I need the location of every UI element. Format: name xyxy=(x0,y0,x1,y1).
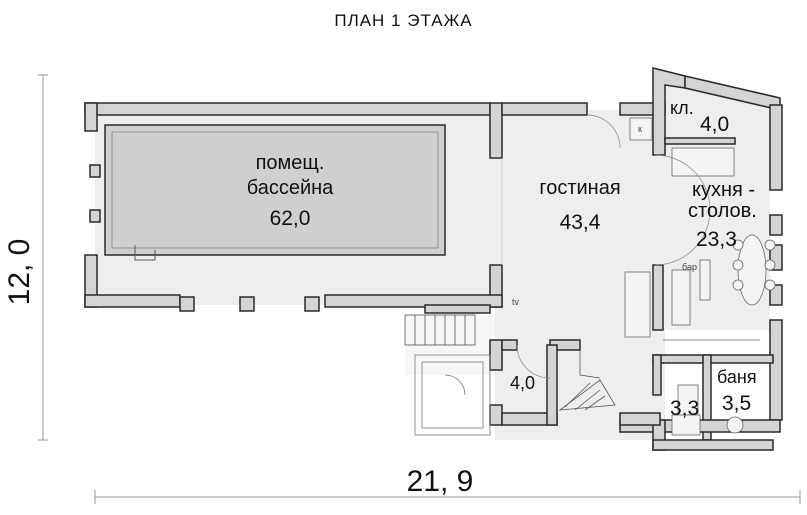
pool-room-name-line2: бассейна xyxy=(246,177,334,199)
bath-area: 3,3 xyxy=(670,397,700,420)
pantry-area: 4,0 xyxy=(700,113,730,136)
sauna-area: 3,5 xyxy=(722,392,752,415)
plan-title: ПЛАН 1 ЭТАЖА xyxy=(334,11,473,30)
storage-area: 4,0 xyxy=(510,373,536,393)
furniture xyxy=(624,117,776,436)
pool-room-name-line1: помещ. xyxy=(255,152,325,174)
tv-label: tv xyxy=(512,297,520,307)
entry-porch xyxy=(414,354,491,436)
pantry-name: кл. xyxy=(670,98,694,118)
pool-basin xyxy=(104,124,446,261)
walls xyxy=(84,67,783,451)
living-room-area: 43,4 xyxy=(559,211,601,234)
boiler-label: к xyxy=(638,124,642,134)
living-room-name: гостиная xyxy=(539,177,621,199)
bar-label: бар xyxy=(682,262,697,272)
kitchen-area: 23,3 xyxy=(696,228,737,251)
door-swings xyxy=(501,114,711,379)
sauna-name: баня xyxy=(717,367,757,387)
kitchen-name-line1: кухня - xyxy=(692,179,756,201)
pool-room-area: 62,0 xyxy=(269,207,311,230)
staircase xyxy=(404,314,616,411)
dimension-width: 21, 9 xyxy=(406,465,474,498)
kitchen-name-line2: столов. xyxy=(688,200,757,222)
dimension-lines xyxy=(38,74,801,504)
dimension-height: 12, 0 xyxy=(3,238,36,306)
